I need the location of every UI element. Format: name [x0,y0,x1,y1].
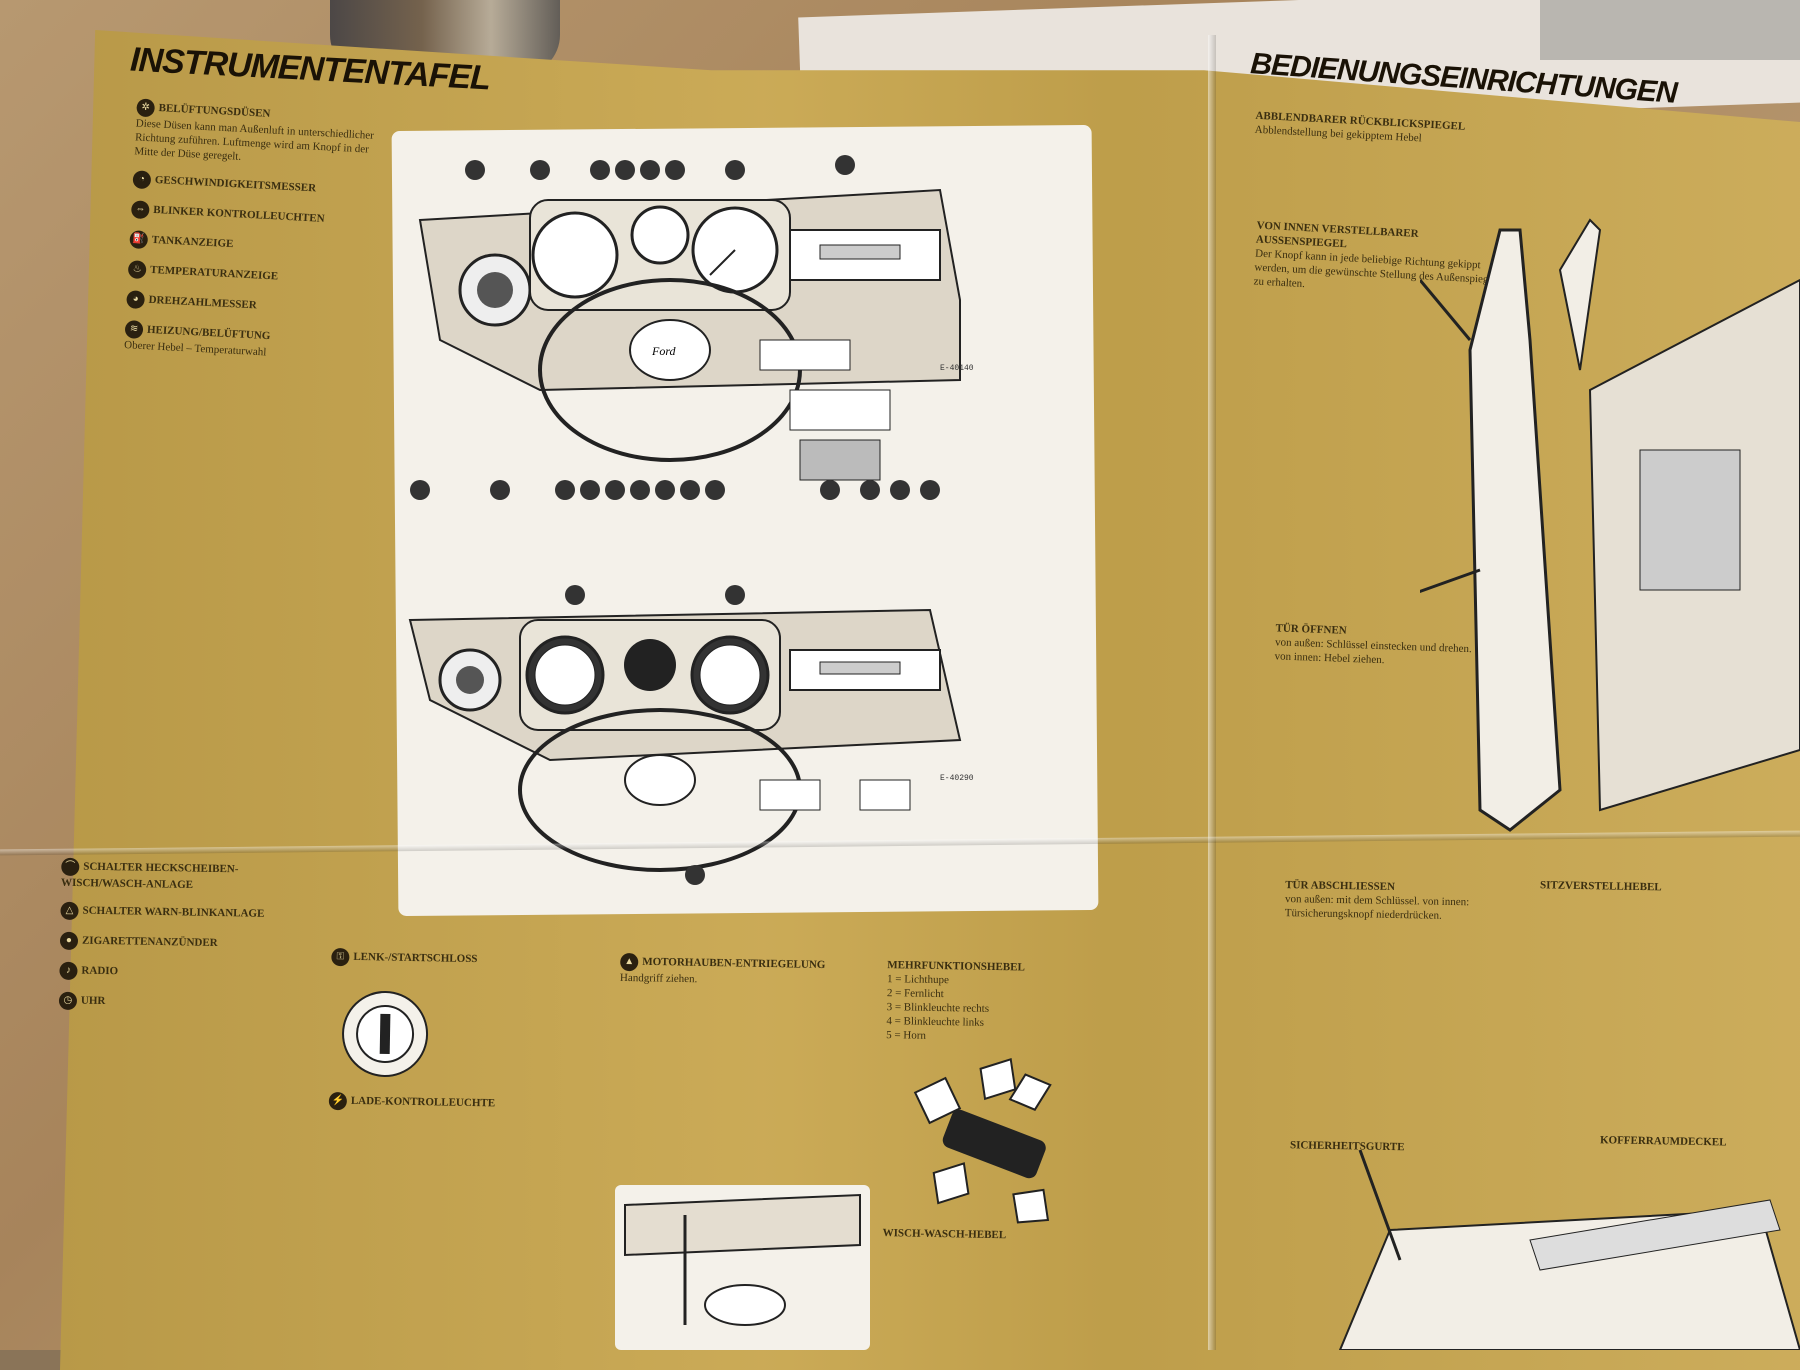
middle-column-3: MEHRFUNKTIONSHEBEL 1 = Lichthupe 2 = Fer… [883,958,1108,1244]
hood-release-illustration [615,1185,870,1350]
entry-title: LENK-/STARTSCHLOSS [353,950,478,966]
entry-title: BELÜFTUNGSDÜSEN [158,102,271,120]
entry-temperature: ♨TEMPERATURANZEIGE [127,260,389,292]
ignition-icon: ⚿ [331,948,350,967]
callout-marker [465,160,485,180]
entry-title: MOTORHAUBEN-ENTRIEGELUNG [642,955,826,972]
entry-radio: ♪RADIO [59,961,319,985]
entry-title: TANKANZEIGE [151,233,234,251]
entry-speedometer: ◔GESCHWINDIGKEITSMESSER [132,170,393,202]
top-callout-markers [410,155,940,500]
entry-text: Diese Düsen kann man Außenluft in unters… [134,117,375,163]
hazard-icon: △ [60,901,79,921]
dashboard-top: Ford E-40140 [418,188,974,481]
vent-icon: ✲ [136,98,156,118]
lighter-icon: ● [59,931,79,951]
entry-title: TEMPERATURANZEIGE [149,263,279,283]
callout-marker [725,585,745,605]
entry-title: SCHALTER HECKSCHEIBEN-WISCH/WASCH-ANLAGE [60,860,239,892]
callout-marker [555,480,575,500]
callout-marker [890,480,910,500]
left-column: ✲BELÜFTUNGSDÜSEN Diese Düsen kann man Au… [123,98,397,377]
callout-marker [605,480,625,500]
entry-lighter: ●ZIGARETTENANZÜNDER [59,931,320,955]
middle-column-2: ▲MOTORHAUBEN-ENTRIEGELUNG Handgriff zieh… [619,952,861,1001]
callout-marker [615,160,635,180]
middle-column-1: ⚿LENK-/STARTSCHLOSS ⚡LADE-KONTROLLEUCHTE [328,948,561,1126]
callout-marker [630,480,650,500]
entry-door-lock: TÜR ABSCHLIESSEN von außen: mit dem Schl… [1285,878,1506,924]
car-door-illustration [1420,218,1800,832]
callout-marker [685,865,705,885]
entry-title: UHR [80,994,106,1008]
callout-marker [725,160,745,180]
entry-title: DREHZAHLMESSER [148,293,257,312]
callout-marker [665,160,685,180]
entry-hood: ▲MOTORHAUBEN-ENTRIEGELUNG Handgriff zieh… [619,952,861,989]
callout-marker [705,480,725,500]
ford-logo: Ford [651,344,677,358]
callout-marker [580,480,600,500]
choke-icon: ⚡ [328,1091,348,1111]
callout-marker [860,480,880,500]
callout-marker [565,585,585,605]
callout-marker [490,480,510,500]
entry-tachometer: ◕DREHZAHLMESSER [126,290,387,322]
tachometer-icon: ◕ [126,290,146,310]
entry-vents: ✲BELÜFTUNGSDÜSEN Diese Düsen kann man Au… [134,98,397,172]
hood-release-drawing [624,1193,861,1326]
entry-title: BLINKER KONTROLLEUCHTEN [153,203,325,225]
callout-marker [835,155,855,175]
turn-signal-icon: ⇔ [130,200,150,220]
ref-code-bottom: E-40290 [940,774,974,783]
entry-title: GESCHWINDIGKEITSMESSER [154,173,317,195]
callout-marker [820,480,840,500]
callout-marker [530,160,550,180]
entry-ignition: ⚿LENK-/STARTSCHLOSS [331,948,561,970]
entry-text: Handgriff ziehen. [619,971,698,986]
ignition-lock-illustration [342,990,429,1077]
entry-clock: ◷UHR [58,991,319,1015]
ref-code-top: E-40140 [940,364,974,373]
entry-title: LADE-KONTROLLEUCHTE [350,1094,496,1110]
entry-text: von außen: mit dem Schlüssel. von innen:… [1284,893,1470,922]
hood-icon: ▲ [620,952,639,972]
entry-hazard: △SCHALTER WARN-BLINKANLAGE [60,901,320,925]
device-edge [1540,0,1800,60]
entry-heater: ≋HEIZUNG/BELÜFTUNG Oberer Hebel – Temper… [124,320,385,366]
entry-title: SCHALTER WARN-BLINKANLAGE [82,904,265,920]
callout-marker [680,480,700,500]
wiper-icon: ⌒ [61,857,80,877]
fold-line-vertical [1208,35,1216,1350]
entry-rear-wiper: ⌒SCHALTER HECKSCHEIBEN-WISCH/WASCH-ANLAG… [60,857,322,895]
clock-icon: ◷ [58,991,78,1011]
left-bottom-column: ⌒SCHALTER HECKSCHEIBEN-WISCH/WASCH-ANLAG… [58,857,322,1027]
fuel-icon: ⛽ [129,230,149,250]
heater-icon: ≋ [124,320,144,339]
trunk-illustration [1338,1150,1800,1350]
temperature-icon: ♨ [127,260,147,280]
speedometer-icon: ◔ [132,170,152,190]
callout-marker [655,480,675,500]
dashboard-bottom: E-40290 [408,585,974,885]
callout-marker [590,160,610,180]
dashboard-diagrams: Ford E-40140 [408,155,974,885]
entry-charge-light: ⚡LADE-KONTROLLEUCHTE [328,1091,559,1114]
radio-icon: ♪ [59,961,78,981]
entry-title: ZIGARETTENANZÜNDER [81,934,218,950]
callout-marker [410,480,430,500]
callout-marker [640,160,660,180]
entry-turn-signal: ⇔BLINKER KONTROLLEUCHTEN [130,200,392,232]
entry-title: RADIO [81,964,119,978]
multifunction-lever-illustration [913,1057,1052,1224]
lever-item: 5 = Horn [886,1029,927,1042]
entry-text: Oberer Hebel – Temperaturwahl [123,339,267,359]
entry-fuel: ⛽TANKANZEIGE [129,230,390,262]
callout-marker [920,480,940,500]
